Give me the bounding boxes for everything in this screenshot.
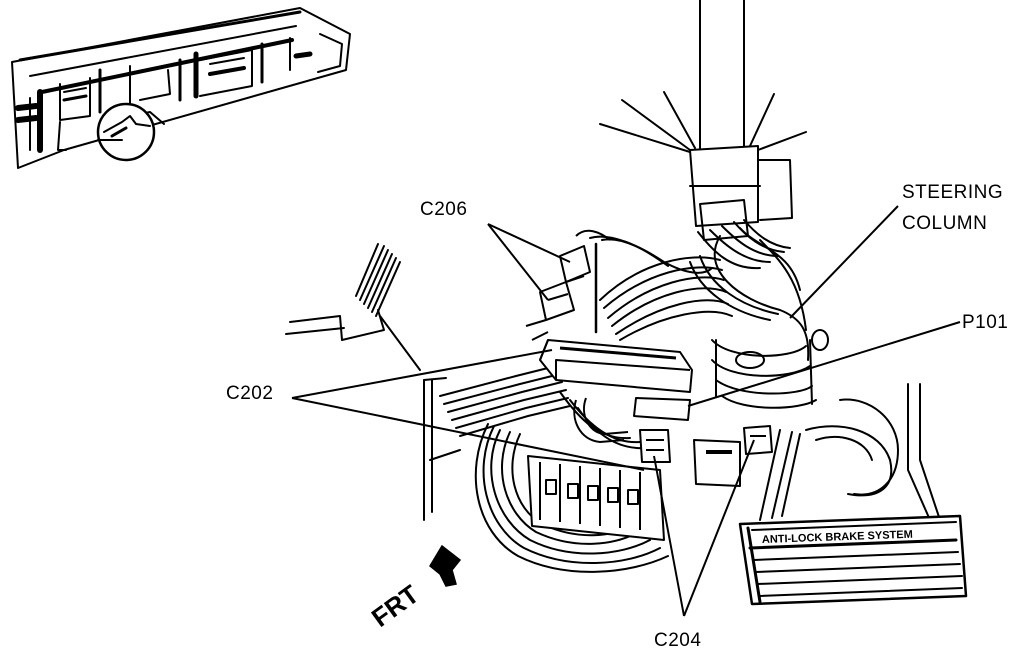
leader-c202-b	[291, 397, 645, 471]
c202-connector-block	[527, 339, 693, 541]
leader-lines	[291, 205, 961, 617]
c204-label: C204	[654, 630, 702, 651]
leader-c206-b	[487, 223, 549, 301]
leader-c204-a	[653, 455, 685, 617]
leader-c204-b	[683, 439, 755, 617]
c206-connector	[525, 229, 611, 341]
steering-column-label-line-1: STEERING	[902, 182, 1004, 203]
abs-plate-text: ANTI-LOCK BRAKE SYSTEM	[762, 529, 913, 546]
leader-c206-a	[487, 223, 571, 263]
c206-label: C206	[420, 199, 468, 220]
leader-p101	[687, 321, 961, 407]
front-direction-arrow-icon	[429, 544, 462, 587]
leader-steering-column	[789, 205, 899, 319]
dash-panel-bracket	[285, 243, 461, 521]
dashboard-overview-inset	[11, 7, 351, 169]
brake-pedal	[738, 429, 968, 606]
p101-label: P101	[962, 312, 1009, 333]
c202-label: C202	[226, 383, 274, 404]
front-direction-label: FRT	[366, 579, 425, 633]
leader-c202-a	[291, 349, 553, 399]
steering-column-label-line-2: COLUMN	[902, 213, 988, 234]
